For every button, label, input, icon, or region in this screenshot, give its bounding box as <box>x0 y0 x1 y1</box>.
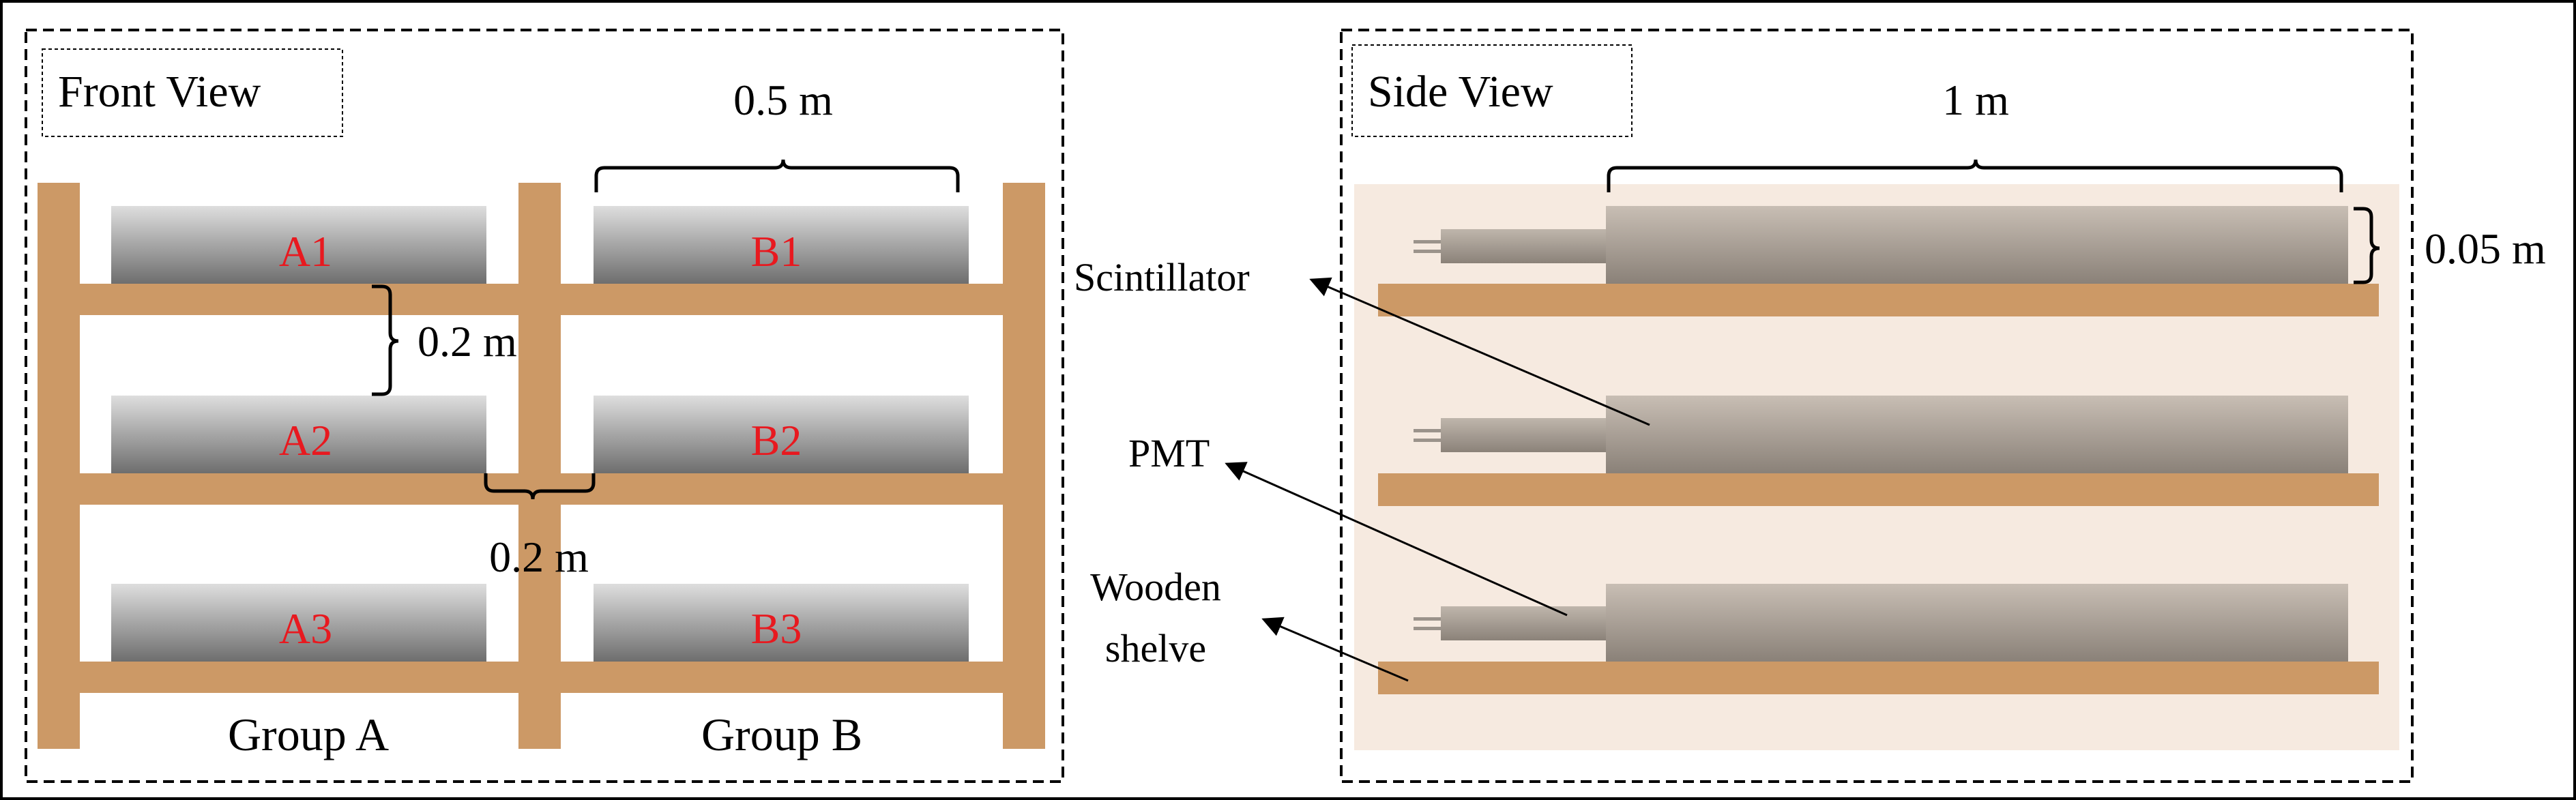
shelf-callout-line1: Wooden <box>1090 565 1221 609</box>
group-b-label: Group B <box>701 709 862 760</box>
detector-a3 <box>111 584 486 662</box>
thickness-label: 0.05 m <box>2425 224 2546 273</box>
pmt-pin-middle-2 <box>1414 439 1441 442</box>
side-view-title-box <box>1351 44 1633 137</box>
scintillator-callout: Scintillator <box>1074 255 1250 299</box>
length-label: 1 m <box>1942 76 2009 124</box>
front-view-panel: Front View A1 B1 A2 B2 A3 B3 0.5 m 0.2 m <box>25 29 1064 783</box>
horizontal-gap-label: 0.2 m <box>489 533 589 581</box>
pmt-middle <box>1441 418 1606 452</box>
length-brace <box>1607 159 2343 192</box>
side-view-dashed-border <box>1340 29 2414 783</box>
shelf-board-middle-b <box>561 473 1003 505</box>
width-label: 0.5 m <box>733 76 833 124</box>
scintillator-bar-bottom <box>1606 584 2348 662</box>
thickness-brace <box>2354 207 2380 284</box>
side-view-panel: Side View 1 m 0.05 m Scintillator PM <box>1074 29 2546 783</box>
front-view-dashed-border <box>25 29 1064 783</box>
pmt-pin-top-2 <box>1414 250 1441 253</box>
front-view-title: Front View <box>58 67 261 117</box>
horizontal-gap-brace <box>484 473 596 500</box>
pmt-pin-middle-1 <box>1414 429 1441 432</box>
detector-label-b3: B3 <box>751 604 802 653</box>
detector-a2 <box>111 396 486 473</box>
pmt-top <box>1441 229 1606 263</box>
shelf-board-bottom-a <box>80 662 518 693</box>
shelf-board-middle-a <box>80 473 518 505</box>
scintillator-bar-top <box>1606 206 2348 284</box>
side-shelf-bottom <box>1378 662 2379 694</box>
side-shelf-top <box>1378 284 2379 316</box>
scintillator-arrow <box>1309 277 1650 426</box>
group-a-label: Group A <box>228 709 389 760</box>
detector-a1 <box>111 206 486 284</box>
width-brace <box>594 159 960 192</box>
detector-label-a2: A2 <box>279 416 332 464</box>
shelf-callout-line2: shelve <box>1105 626 1206 670</box>
pmt-bottom <box>1441 606 1606 640</box>
pmt-pin-bottom-1 <box>1414 617 1441 621</box>
detector-b1 <box>594 206 969 284</box>
shelf-arrow <box>1261 617 1409 682</box>
detector-b2 <box>594 396 969 473</box>
shelf-board-top-b <box>561 284 1003 315</box>
detector-label-b2: B2 <box>751 416 802 464</box>
pmt-callout: PMT <box>1128 431 1210 475</box>
front-view-title-box <box>42 48 343 137</box>
shelf-board-top-a <box>80 284 518 315</box>
detector-b3 <box>594 584 969 662</box>
side-view-title: Side View <box>1368 67 1553 117</box>
pmt-pin-bottom-2 <box>1414 627 1441 630</box>
pmt-arrow <box>1225 462 1568 617</box>
detector-label-b1: B1 <box>751 227 802 276</box>
shelf-post-middle <box>518 183 561 749</box>
vertical-gap-brace <box>372 284 399 396</box>
shelf-post-right <box>1003 183 1045 749</box>
detector-label-a1: A1 <box>279 227 332 276</box>
scintillator-bar-middle <box>1606 396 2348 473</box>
shelf-board-bottom-b <box>561 662 1003 693</box>
vertical-gap-label: 0.2 m <box>418 317 517 366</box>
side-shelf-middle <box>1378 473 2379 506</box>
pmt-pin-top-1 <box>1414 240 1441 243</box>
shelf-post-left <box>38 183 80 749</box>
detector-label-a3: A3 <box>279 604 332 653</box>
